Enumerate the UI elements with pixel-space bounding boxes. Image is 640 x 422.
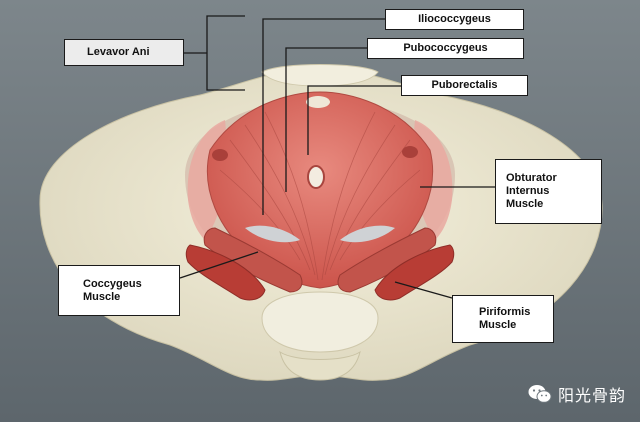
coccygeus-muscle-right xyxy=(337,227,437,293)
watermark: 阳光骨韵 xyxy=(528,382,626,406)
piriformis-muscle-right xyxy=(374,244,455,301)
sacrum xyxy=(261,291,379,353)
label-coccygeus-line-2: Muscle xyxy=(83,290,121,303)
label-levator-ani: Levavor Ani xyxy=(64,39,184,66)
wechat-icon xyxy=(528,385,552,403)
label-coccygeus-line-1: Coccygeus xyxy=(83,277,142,290)
label-obturator-line-1: Obturator xyxy=(506,172,557,184)
label-obturator-internus: Obturator Internus Muscle xyxy=(495,159,602,224)
watermark-text: 阳光骨韵 xyxy=(557,386,626,405)
leader-lines xyxy=(179,15,495,299)
label-piriformis: Piriformis Muscle xyxy=(452,295,554,343)
obturator-canal-right xyxy=(402,146,418,158)
sacrum-base xyxy=(279,350,361,381)
piriformis-muscle-left xyxy=(185,244,266,301)
obturator-canal-left xyxy=(212,149,228,161)
label-iliococcygeus: Iliococcygeus xyxy=(385,9,524,30)
gap-right xyxy=(340,225,395,243)
label-piriformis-line-2: Muscle xyxy=(479,319,517,331)
pubic-symphysis xyxy=(261,64,379,87)
label-obturator-line-2: Internus xyxy=(506,185,550,197)
urethral-opening xyxy=(306,96,330,108)
label-pubococcygeus: Pubococcygeus xyxy=(367,38,524,59)
coccygeus-muscle-left xyxy=(203,227,303,293)
gap-left xyxy=(245,225,300,243)
muscle-fibers xyxy=(219,111,421,281)
label-puborectalis: Puborectalis xyxy=(401,75,528,96)
label-coccygeus: Coccygeus Muscle xyxy=(58,265,180,316)
label-piriformis-line-1: Piriformis xyxy=(479,306,531,318)
label-obturator-line-3: Muscle xyxy=(506,198,544,210)
rectal-opening xyxy=(307,165,325,189)
